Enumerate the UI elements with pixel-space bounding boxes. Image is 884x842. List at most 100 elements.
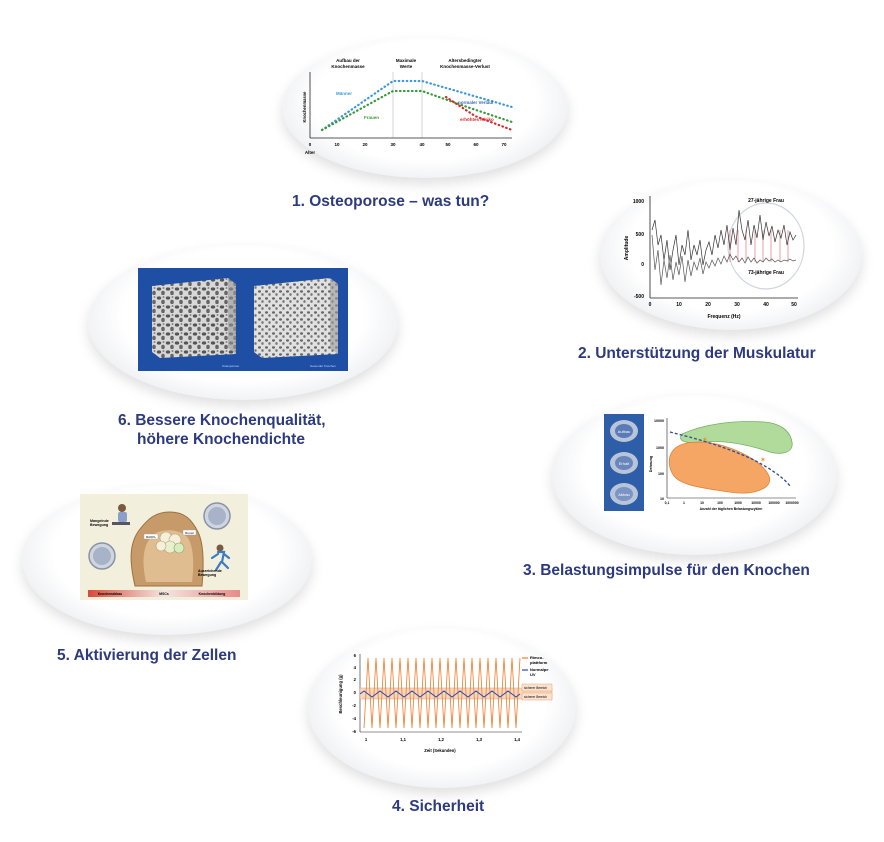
y-tick-100: 100 xyxy=(658,472,664,476)
cell-activation-image: Mangelnde Bewegung Ausreichende Bewegung… xyxy=(80,494,248,600)
y-tick-0: 0 xyxy=(641,262,644,268)
x-axis-label: Alter xyxy=(305,150,316,155)
signal-tag-a: RANKL xyxy=(143,533,159,540)
x-tick-50: 50 xyxy=(791,302,797,308)
x-tick-1000: 1000 xyxy=(734,501,742,505)
y-axis-label: Amplitude xyxy=(624,236,630,261)
signal-young xyxy=(651,209,797,271)
ellipse-muskulatur xyxy=(600,180,862,330)
phase-label-maximal-2: Werte xyxy=(400,64,413,69)
caption-zellen: 5. Aktivierung der Zellen xyxy=(57,647,237,664)
healthy-bone-cube xyxy=(254,278,338,358)
label-73-year-old: 73-jährige Frau xyxy=(748,270,784,276)
men-label: Männer xyxy=(336,91,352,96)
y-tick-1000: 1000 xyxy=(633,199,644,205)
x-tick-1-3: 1,3 xyxy=(476,737,482,742)
label-osteoporosis: Osteoporose xyxy=(222,364,240,368)
label-lack-of-exercise-1: Mangelnde xyxy=(90,519,109,523)
label-healthy-bone: Gesunder Knochen xyxy=(310,364,336,368)
icon-label-abbau: Abbau xyxy=(618,492,630,497)
x-tick-70: 70 xyxy=(501,142,507,147)
signal-tag-a-label: RANKL xyxy=(146,535,156,539)
frequency-chart: Amplitude 1000 500 0 -500 27-jährige Fra… xyxy=(624,196,805,320)
x-tick-50: 50 xyxy=(445,142,451,147)
y-ticks: 1000 500 0 -500 xyxy=(633,199,644,300)
safe-box-2-label: sicherer Bereich xyxy=(524,695,547,699)
phase-label-aufbau-1: Aufbau der xyxy=(336,58,360,63)
men-curve xyxy=(320,79,514,132)
normal-signal xyxy=(359,690,521,698)
signal-old xyxy=(651,234,797,286)
red-markers xyxy=(729,230,789,262)
x-ticks: 0 10 20 30 40 50 xyxy=(649,302,797,308)
x-tick-10000: 10000 xyxy=(751,501,761,505)
label-sufficient-exercise-2: Bewegung xyxy=(198,573,216,577)
x-ticks: 1 1,1 1,2 1,3 1,4 xyxy=(365,737,521,742)
y-axis-label: Knochenmasse xyxy=(302,91,307,123)
x-ticks: 0 10 20 30 40 50 60 70 xyxy=(309,142,507,147)
y-tick-10: 10 xyxy=(660,497,664,501)
x-axis-label: Frequenz (Hz) xyxy=(707,314,740,320)
marker-star-2: ✶ xyxy=(760,456,766,464)
x-tick-20: 20 xyxy=(362,142,368,147)
x-axis-label: Anzahl der täglichen Belastungszyklen xyxy=(700,507,763,511)
y-tick-10000: 10000 xyxy=(654,419,664,423)
women-label: Frauen xyxy=(364,115,379,120)
legend-platform-1: Rimco- xyxy=(530,655,544,660)
safe-box-1 xyxy=(521,683,553,692)
y-tick-0: 0 xyxy=(354,690,357,695)
legend-normal-2: UV xyxy=(530,672,536,677)
marker-star-1: ✶ xyxy=(702,436,708,444)
phase-label-verlust-1: Altersbedingter xyxy=(448,58,482,63)
x-tick-1000000: 1000000 xyxy=(785,501,798,505)
bone-icon-abbau: Abbau xyxy=(610,483,638,505)
bone-icon-erhalt: Erhalt xyxy=(610,452,638,474)
bar-label-bone-loss: Knochenabbau xyxy=(98,592,123,596)
phase-label-aufbau-2: Knochenmasse xyxy=(331,64,365,69)
phase-label-verlust-2: Knochenmasse-Verlust xyxy=(440,64,490,69)
y-tick-minus4: -4 xyxy=(352,716,356,721)
x-ticks: 0,1 1 10 100 1000 10000 100000 1000000 xyxy=(665,501,799,505)
label-27-year-old: 27-jährige Frau xyxy=(748,198,784,204)
caption-belastungsimpulse: 3. Belastungsimpulse für den Knochen xyxy=(523,562,810,579)
safe-box-2 xyxy=(521,692,553,701)
ellipse-osteoporose xyxy=(282,38,568,178)
y-ticks: 10000 1000 100 10 xyxy=(654,419,664,501)
y-axis-label: Beschleunigung (g) xyxy=(338,674,343,714)
strain-cycles-chart: Aufbau Erhalt Abbau Dehnung 10000 1000 1… xyxy=(604,414,799,511)
y-tick-2: 2 xyxy=(354,677,357,682)
women-curve xyxy=(320,89,514,132)
x-tick-10: 10 xyxy=(676,302,682,308)
x-tick-0-1: 0,1 xyxy=(665,501,670,505)
label-lack-of-exercise-2: Bewegung xyxy=(90,523,108,527)
ellipse-sicherheit xyxy=(308,628,576,788)
caption-osteoporose: 1. Osteoporose – was tun? xyxy=(292,193,490,210)
x-tick-1: 1 xyxy=(365,737,368,742)
bone-icon-aufbau: Aufbau xyxy=(610,420,638,442)
safe-box-1-label: sicherer Bereich xyxy=(524,686,547,690)
x-axis-label: Zeit (Sekunden) xyxy=(424,748,456,753)
phase-label-maximal-1: Maximale xyxy=(396,58,417,63)
y-tick-minus2: -2 xyxy=(352,703,356,708)
x-tick-0: 0 xyxy=(309,142,312,147)
x-tick-1-1: 1,1 xyxy=(400,737,406,742)
highlight-ellipse xyxy=(727,202,805,290)
loss-zone-orange xyxy=(668,441,771,494)
y-tick-6: 6 xyxy=(354,653,357,658)
x-tick-100000: 100000 xyxy=(768,501,779,505)
x-tick-10: 10 xyxy=(334,142,340,147)
x-tick-1: 1 xyxy=(683,501,685,505)
y-tick-4: 4 xyxy=(354,665,357,670)
bone-section-left xyxy=(88,542,116,570)
caption-muskulatur: 2. Unterstützung der Muskulatur xyxy=(578,345,816,362)
x-tick-20: 20 xyxy=(705,302,711,308)
y-tick-1000: 1000 xyxy=(656,446,664,450)
y-tick-500: 500 xyxy=(636,232,645,238)
caption-knochenqualitaet-line2: höhere Knochendichte xyxy=(137,431,305,448)
acceleration-chart: Beschleunigung (g) 6 4 2 0 -2 -4 -6 Rimc… xyxy=(338,653,553,753)
bar-label-bone-formation: Knochenbildung xyxy=(199,592,226,596)
x-tick-30: 30 xyxy=(734,302,740,308)
x-tick-60: 60 xyxy=(473,142,479,147)
x-tick-100: 100 xyxy=(717,501,723,505)
legend-platform-2: plattform xyxy=(530,660,548,665)
